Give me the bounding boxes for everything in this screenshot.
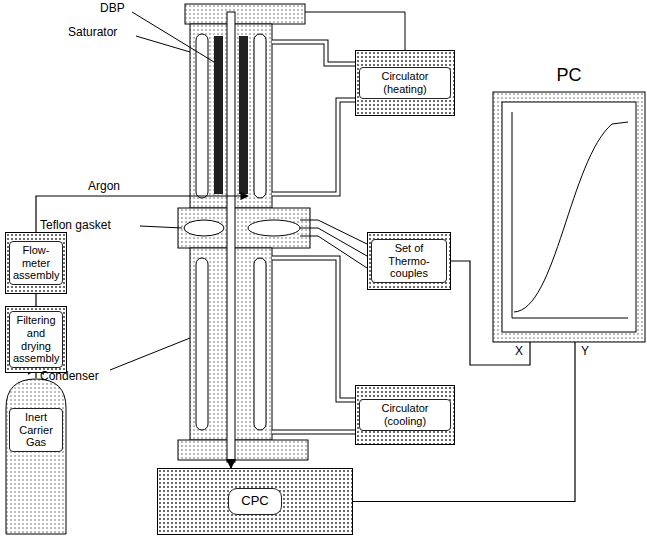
gasket-block bbox=[178, 208, 310, 248]
cooling-pipes bbox=[272, 258, 356, 432]
part-label: Argon bbox=[88, 180, 120, 193]
box-label: Circulator (heating) bbox=[359, 67, 451, 98]
circulator-box: Circulator (heating) bbox=[355, 50, 455, 116]
teflon-gasket bbox=[248, 220, 300, 236]
signal-wire bbox=[35, 294, 36, 306]
gas-cylinder: Inert Carrier Gas bbox=[5, 378, 67, 535]
box-label: Set of Thermo- couples bbox=[371, 239, 447, 283]
flow-arrow bbox=[230, 460, 232, 468]
signal-wire bbox=[451, 261, 530, 365]
argon-feed-line bbox=[36, 196, 248, 232]
cooling-channel bbox=[254, 258, 266, 430]
box-label: CPC bbox=[228, 488, 281, 515]
teflon-gasket bbox=[184, 220, 224, 236]
box-label: Circulator (cooling) bbox=[359, 399, 451, 430]
flow-tube bbox=[227, 12, 235, 462]
sigmoid-curve bbox=[514, 122, 628, 312]
pc-frame bbox=[493, 92, 645, 342]
cooling-channel bbox=[196, 258, 208, 430]
dbp-layer bbox=[239, 36, 248, 194]
bottom-cap bbox=[178, 440, 308, 460]
heating-channel bbox=[196, 34, 208, 198]
leader-lines bbox=[110, 12, 214, 370]
computer-box: PC bbox=[493, 92, 645, 342]
cylinder-body bbox=[6, 379, 66, 534]
part-label: DBP bbox=[100, 2, 125, 15]
circulator-box: Circulator (cooling) bbox=[355, 385, 455, 445]
top-cap bbox=[185, 4, 305, 24]
cylinder-outline bbox=[5, 378, 67, 535]
thermocouple-box: Set of Thermo- couples bbox=[367, 232, 451, 290]
filter-box: Filtering and drying assembly bbox=[5, 306, 67, 373]
box-heading: PC bbox=[493, 65, 645, 86]
signal-name: Y bbox=[581, 345, 589, 358]
part-label: Teflon gasket bbox=[40, 219, 111, 232]
flowmeter-box: Flow- meter assembly bbox=[5, 232, 67, 294]
signal-wire bbox=[353, 342, 575, 502]
signal-wire bbox=[35, 373, 36, 378]
particle-counter-box: CPC bbox=[157, 468, 353, 535]
box-label: Filtering and drying assembly bbox=[9, 311, 63, 368]
part-label: Saturator bbox=[68, 26, 117, 39]
pc-screen bbox=[502, 102, 636, 332]
plot-axes bbox=[512, 112, 628, 318]
signal-name: X bbox=[515, 345, 523, 358]
heating-channel bbox=[254, 34, 266, 198]
dbp-layer bbox=[214, 36, 223, 194]
thermocouple-wires bbox=[300, 220, 367, 268]
box-label: Inert Carrier Gas bbox=[9, 408, 63, 452]
box-label: Flow- meter assembly bbox=[9, 241, 63, 285]
part-label: Condenser bbox=[40, 370, 99, 383]
